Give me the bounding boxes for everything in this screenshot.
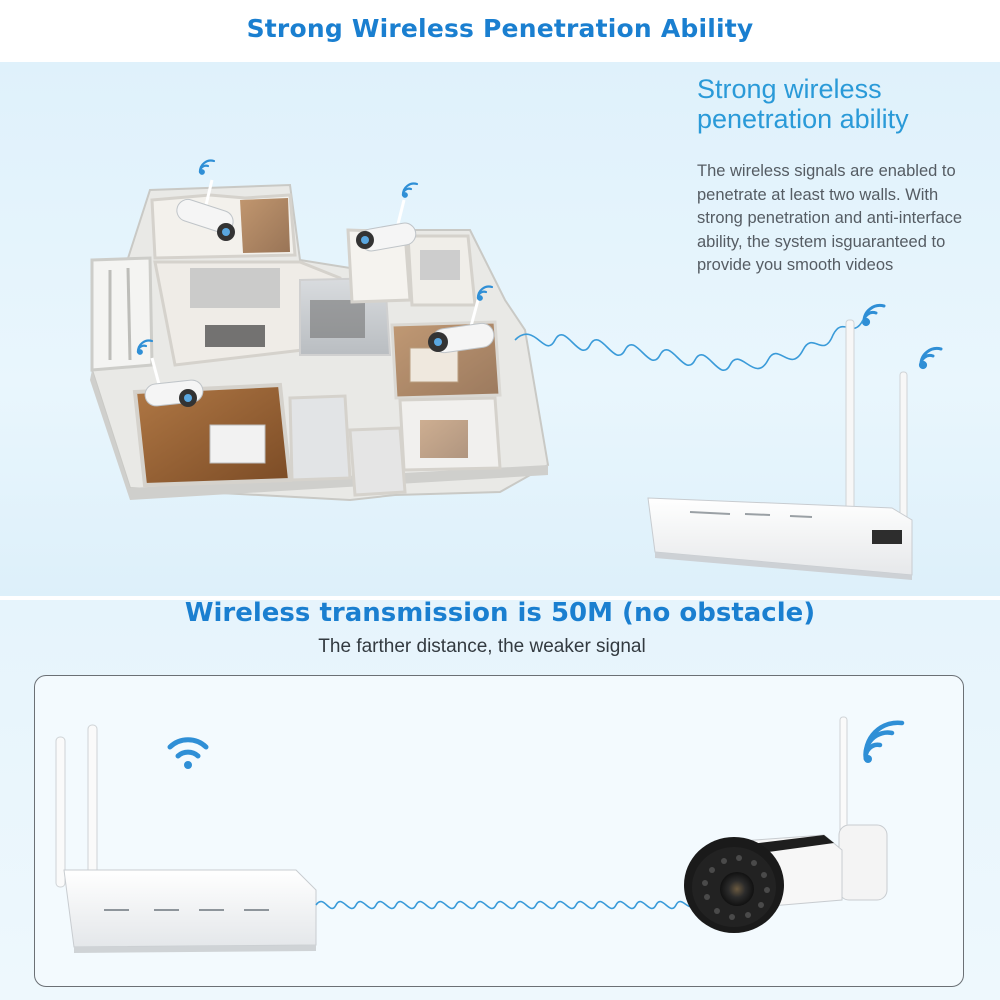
transmission-subtitle: The farther distance, the weaker signal: [318, 636, 646, 657]
camera-marker: [356, 199, 417, 252]
transmission-illustration: [55, 716, 905, 953]
feature-heading-line2: penetration ability: [697, 104, 909, 134]
transmission-title: Wireless transmission is 50M (no obstacl…: [184, 598, 816, 628]
feature-heading: Strong wireless penetration ability: [697, 74, 997, 134]
signal-wave: [315, 900, 697, 910]
nvr-router: [55, 724, 317, 953]
wifi-icon: [401, 182, 419, 198]
camera-marker: [176, 179, 235, 241]
wifi-icon: [476, 285, 494, 301]
camera-marker: [428, 299, 495, 354]
wifi-icon: [167, 737, 209, 769]
camera-marker: [144, 357, 204, 407]
wifi-icon: [861, 304, 886, 327]
wifi-icon: [863, 720, 905, 763]
page-title: Strong Wireless Penetration Ability: [246, 14, 754, 43]
feature-heading-line1: Strong wireless: [697, 74, 882, 104]
feature-description: The wireless signals are enabled to pene…: [697, 162, 963, 274]
wifi-icon: [136, 339, 154, 355]
signal-wave: [514, 319, 864, 372]
wifi-icon: [198, 159, 216, 175]
wifi-icon: [918, 347, 943, 370]
nvr-router: [647, 319, 913, 580]
penetration-illustration: [90, 159, 943, 580]
bullet-camera: [684, 716, 888, 933]
floor-plan-illustration: [90, 183, 550, 502]
